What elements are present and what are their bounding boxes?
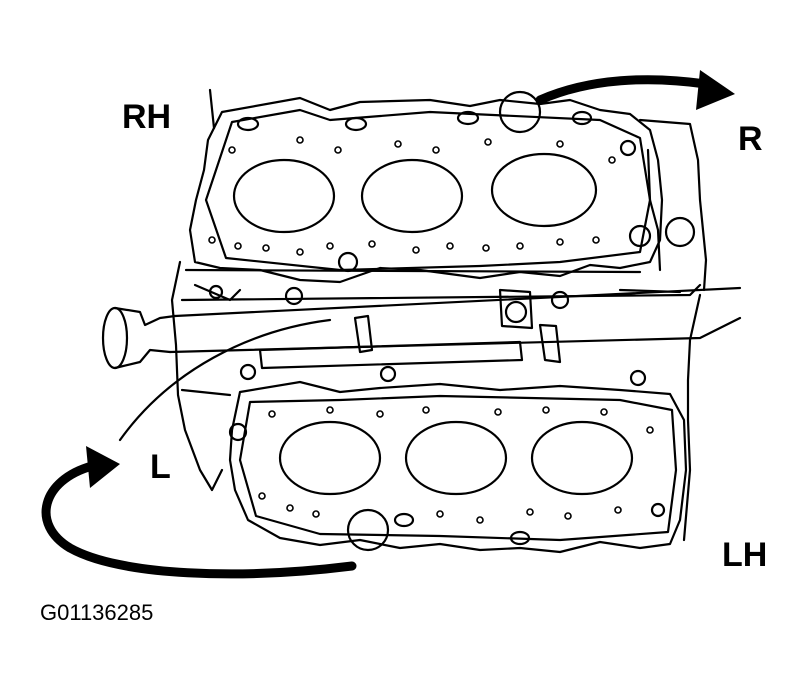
label-rh: RH <box>122 98 172 136</box>
label-lh: LH <box>722 536 768 574</box>
rh-head-gasket <box>188 90 696 284</box>
label-r: R <box>738 120 763 158</box>
camshaft-tube <box>101 286 742 442</box>
engine-block <box>170 88 708 542</box>
rotate-left-arrow <box>41 446 357 579</box>
rotate-right-arrow <box>535 70 735 110</box>
gasket-holes <box>208 136 654 524</box>
figure-id: G01136285 <box>40 600 154 625</box>
block-bolts <box>208 284 570 330</box>
lh-head-gasket <box>228 363 688 554</box>
label-l: L <box>150 448 171 486</box>
